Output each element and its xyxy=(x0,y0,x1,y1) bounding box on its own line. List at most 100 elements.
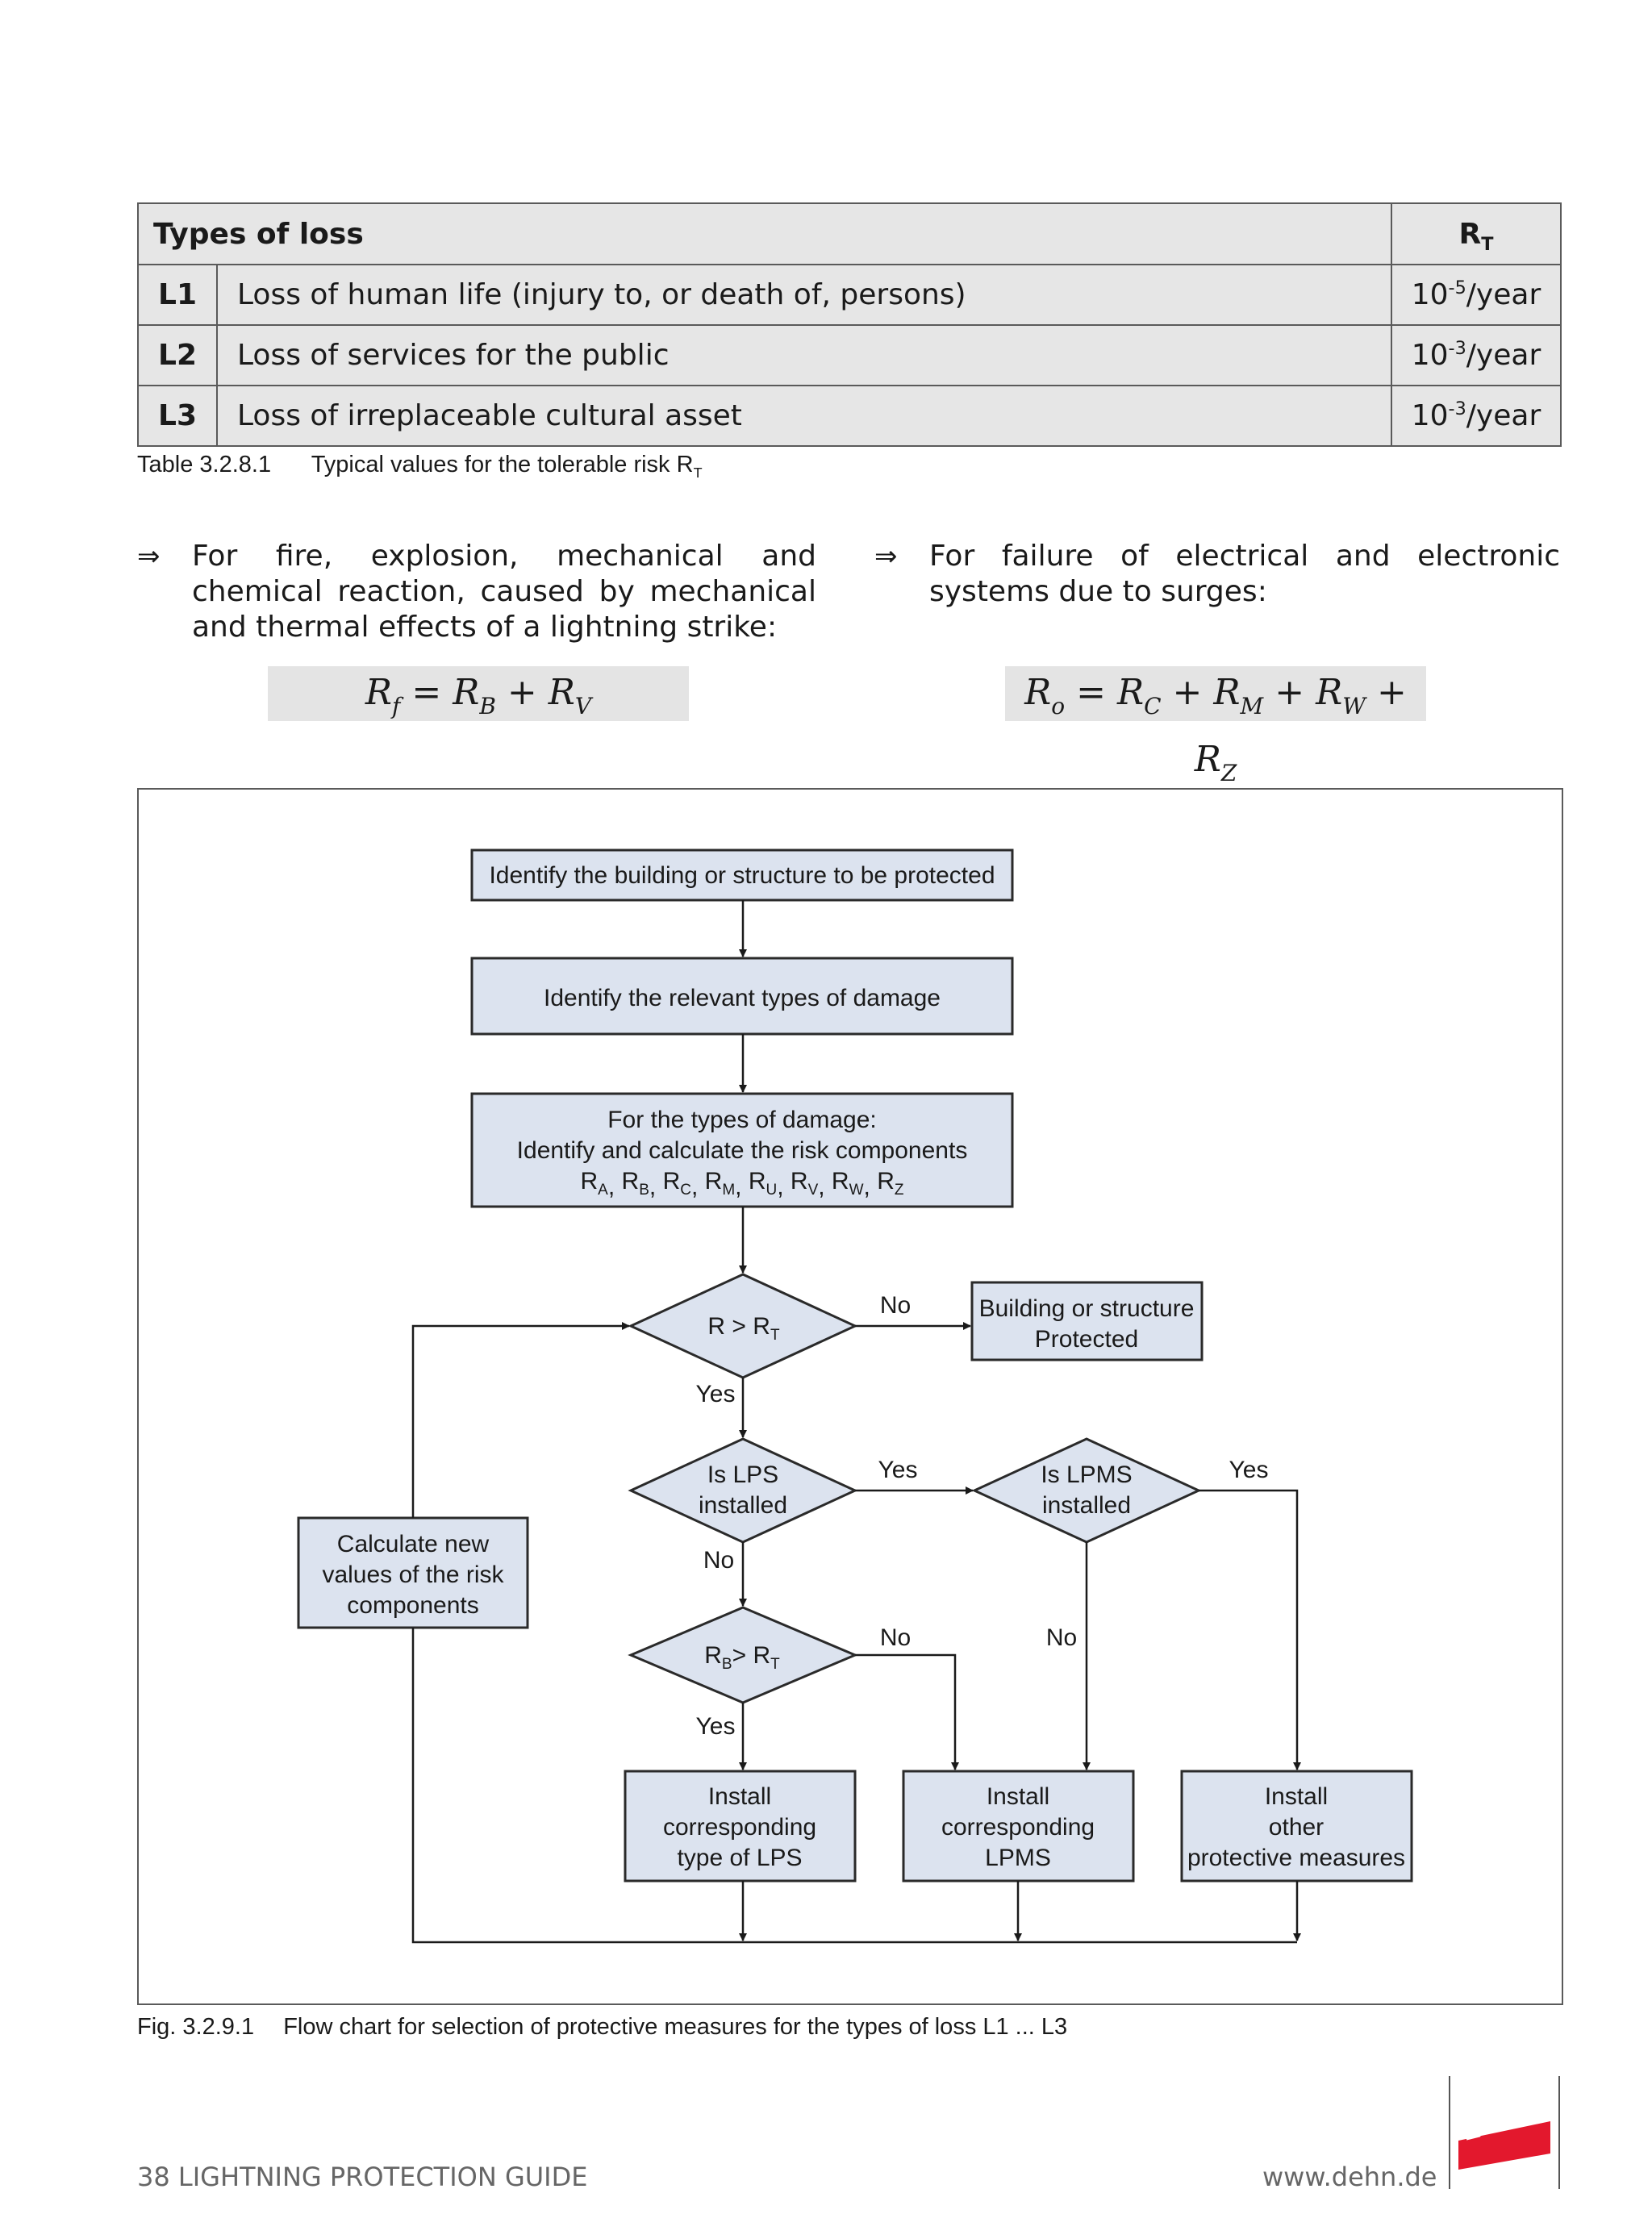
box-identify-building xyxy=(470,848,1014,902)
box-install-lpms xyxy=(902,1770,1135,1883)
flowchart-shapes xyxy=(297,848,1413,1883)
guide-title: LIGHTNING PROTECTION GUIDE xyxy=(177,2162,588,2192)
risk-component: R xyxy=(622,1168,640,1195)
risk-component: R xyxy=(832,1168,849,1195)
formula-rf: Rf = RB + RV xyxy=(268,666,689,721)
table-caption-number: Table 3.2.8.1 xyxy=(137,452,272,477)
box-install-other xyxy=(1180,1770,1413,1883)
flowchart-frame xyxy=(137,788,1563,2005)
risk-component-subscript: C xyxy=(680,1182,691,1199)
bullet-fire: ⇒ For fire, explosion, mechanical and ch… xyxy=(137,539,816,645)
risk-component-subscript: W xyxy=(849,1182,864,1199)
label-yes: Yes xyxy=(696,1381,736,1407)
box-install-lpms-line1: Install xyxy=(987,1783,1049,1810)
loss-code: L3 xyxy=(137,385,218,447)
risk-component-separator: , xyxy=(735,1174,749,1200)
risk-component-subscript: U xyxy=(766,1182,777,1199)
box-risk-components-line1: For the types of damage: xyxy=(607,1107,877,1133)
loss-types-table: Types of loss RT L1 Loss of human life (… xyxy=(137,202,1562,447)
box-install-lpms-line2: corresponding xyxy=(941,1814,1095,1841)
loss-description: Loss of irreplaceable cultural asset xyxy=(216,385,1392,447)
decision-lps-installed xyxy=(628,1437,858,1544)
box-identify-damage xyxy=(470,957,1014,1036)
box-install-lps-line3: type of LPS xyxy=(677,1845,802,1871)
figure-caption-text: Flow chart for selection of protective m… xyxy=(283,2014,1068,2040)
box-protected-line1: Building or structure xyxy=(979,1295,1195,1322)
risk-component: R xyxy=(877,1168,895,1195)
label-yes: Yes xyxy=(1229,1457,1269,1483)
table-header-rt: RT xyxy=(1391,202,1562,265)
risk-component-separator: , xyxy=(649,1174,663,1200)
decision-lpms-installed xyxy=(971,1437,1202,1544)
box-install-lps-line1: Install xyxy=(708,1783,771,1810)
box-install-lps-line2: corresponding xyxy=(663,1814,816,1841)
table-header-types: Types of loss xyxy=(137,202,1392,265)
box-identify-building-text: Identify the building or structure to be… xyxy=(489,862,995,889)
arrow-icon: ⇒ xyxy=(137,540,161,573)
flowchart-connectors xyxy=(411,900,1301,1944)
label-no: No xyxy=(880,1292,911,1319)
box-risk-components xyxy=(470,1092,1014,1208)
risk-component-subscript: V xyxy=(808,1182,819,1199)
box-protected xyxy=(970,1281,1204,1361)
box-risk-components-line2: Identify and calculate the risk componen… xyxy=(517,1137,968,1164)
box-install-other-line2: other xyxy=(1269,1814,1324,1841)
arrow-icon: ⇒ xyxy=(874,540,898,573)
loss-description: Loss of human life (injury to, or death … xyxy=(216,264,1392,326)
box-calculate-new xyxy=(297,1516,529,1629)
risk-component: R xyxy=(581,1168,599,1195)
figure-caption-number: Fig. 3.2.9.1 xyxy=(137,2014,255,2040)
label-no: No xyxy=(703,1547,734,1574)
box-calculate-line1: Calculate new xyxy=(337,1531,490,1557)
decision-lps-line1: Is LPS xyxy=(707,1461,778,1488)
label-yes: Yes xyxy=(696,1713,736,1740)
risk-component-separator: , xyxy=(818,1174,832,1200)
loss-rt-value: 10-3/year xyxy=(1391,324,1562,386)
bullet-fire-text: For fire, explosion, mechanical and chem… xyxy=(192,540,816,644)
risk-component: R xyxy=(705,1168,723,1195)
table-header-row: Types of loss RT xyxy=(137,202,1562,265)
table-caption: Table 3.2.8.1 Typical values for the tol… xyxy=(137,452,703,481)
loss-rt-value: 10-3/year xyxy=(1391,385,1562,447)
loss-code: L2 xyxy=(137,324,218,386)
risk-component-separator: , xyxy=(691,1174,705,1200)
risk-component: R xyxy=(663,1168,681,1195)
table-row: L3 Loss of irreplaceable cultural asset … xyxy=(137,385,1562,447)
decision-lpms-line1: Is LPMS xyxy=(1041,1461,1132,1488)
formula-ro: Ro = RC + RM + RW + RZ xyxy=(1005,666,1426,786)
bullet-surge: ⇒ For failure of electrical and electron… xyxy=(874,539,1560,610)
decision-lpms-line2: installed xyxy=(1042,1492,1131,1519)
box-risk-components-list: RA, RB, RC, RM, RU, RV, RW, RZ xyxy=(581,1168,904,1200)
loss-code: L1 xyxy=(137,264,218,326)
box-install-other-line1: Install xyxy=(1265,1783,1328,1810)
risk-component-separator: , xyxy=(777,1174,791,1200)
page-number: 38 xyxy=(137,2162,170,2192)
label-no: No xyxy=(880,1624,911,1651)
label-no: No xyxy=(1046,1624,1077,1651)
risk-component-subscript: M xyxy=(722,1182,735,1199)
bullet-surge-text: For failure of electrical and electronic… xyxy=(929,540,1560,608)
box-calculate-line3: components xyxy=(347,1592,478,1619)
risk-component-subscript: B xyxy=(639,1182,649,1199)
table-row: L2 Loss of services for the public 10-3/… xyxy=(137,324,1562,386)
box-install-lpms-line3: LPMS xyxy=(985,1845,1051,1871)
risk-component-separator: , xyxy=(864,1174,878,1200)
dehn-logo-icon xyxy=(1458,2121,1550,2170)
footer-divider xyxy=(1558,2076,1560,2189)
decision-r-gt-rt-text: R > RT xyxy=(707,1313,780,1344)
table-caption-text: Typical values for the tolerable risk R xyxy=(311,452,694,477)
box-identify-damage-text: Identify the relevant types of damage xyxy=(544,985,941,1011)
decision-rb-gt-rt-text: RB> RT xyxy=(704,1642,780,1673)
footer-url[interactable]: www.dehn.de xyxy=(1262,2162,1437,2192)
risk-component: R xyxy=(749,1168,766,1195)
footer-left: 38 LIGHTNING PROTECTION GUIDE xyxy=(137,2162,587,2192)
box-calculate-line2: values of the risk xyxy=(322,1561,504,1588)
decision-lps-line2: installed xyxy=(699,1492,787,1519)
risk-component-subscript: Z xyxy=(895,1182,904,1199)
figure-caption: Fig. 3.2.9.1 Flow chart for selection of… xyxy=(137,2014,1067,2041)
footer-divider xyxy=(1449,2076,1450,2189)
box-install-other-line3: protective measures xyxy=(1187,1845,1405,1871)
risk-component-subscript: A xyxy=(598,1182,608,1199)
loss-rt-value: 10-5/year xyxy=(1391,264,1562,326)
